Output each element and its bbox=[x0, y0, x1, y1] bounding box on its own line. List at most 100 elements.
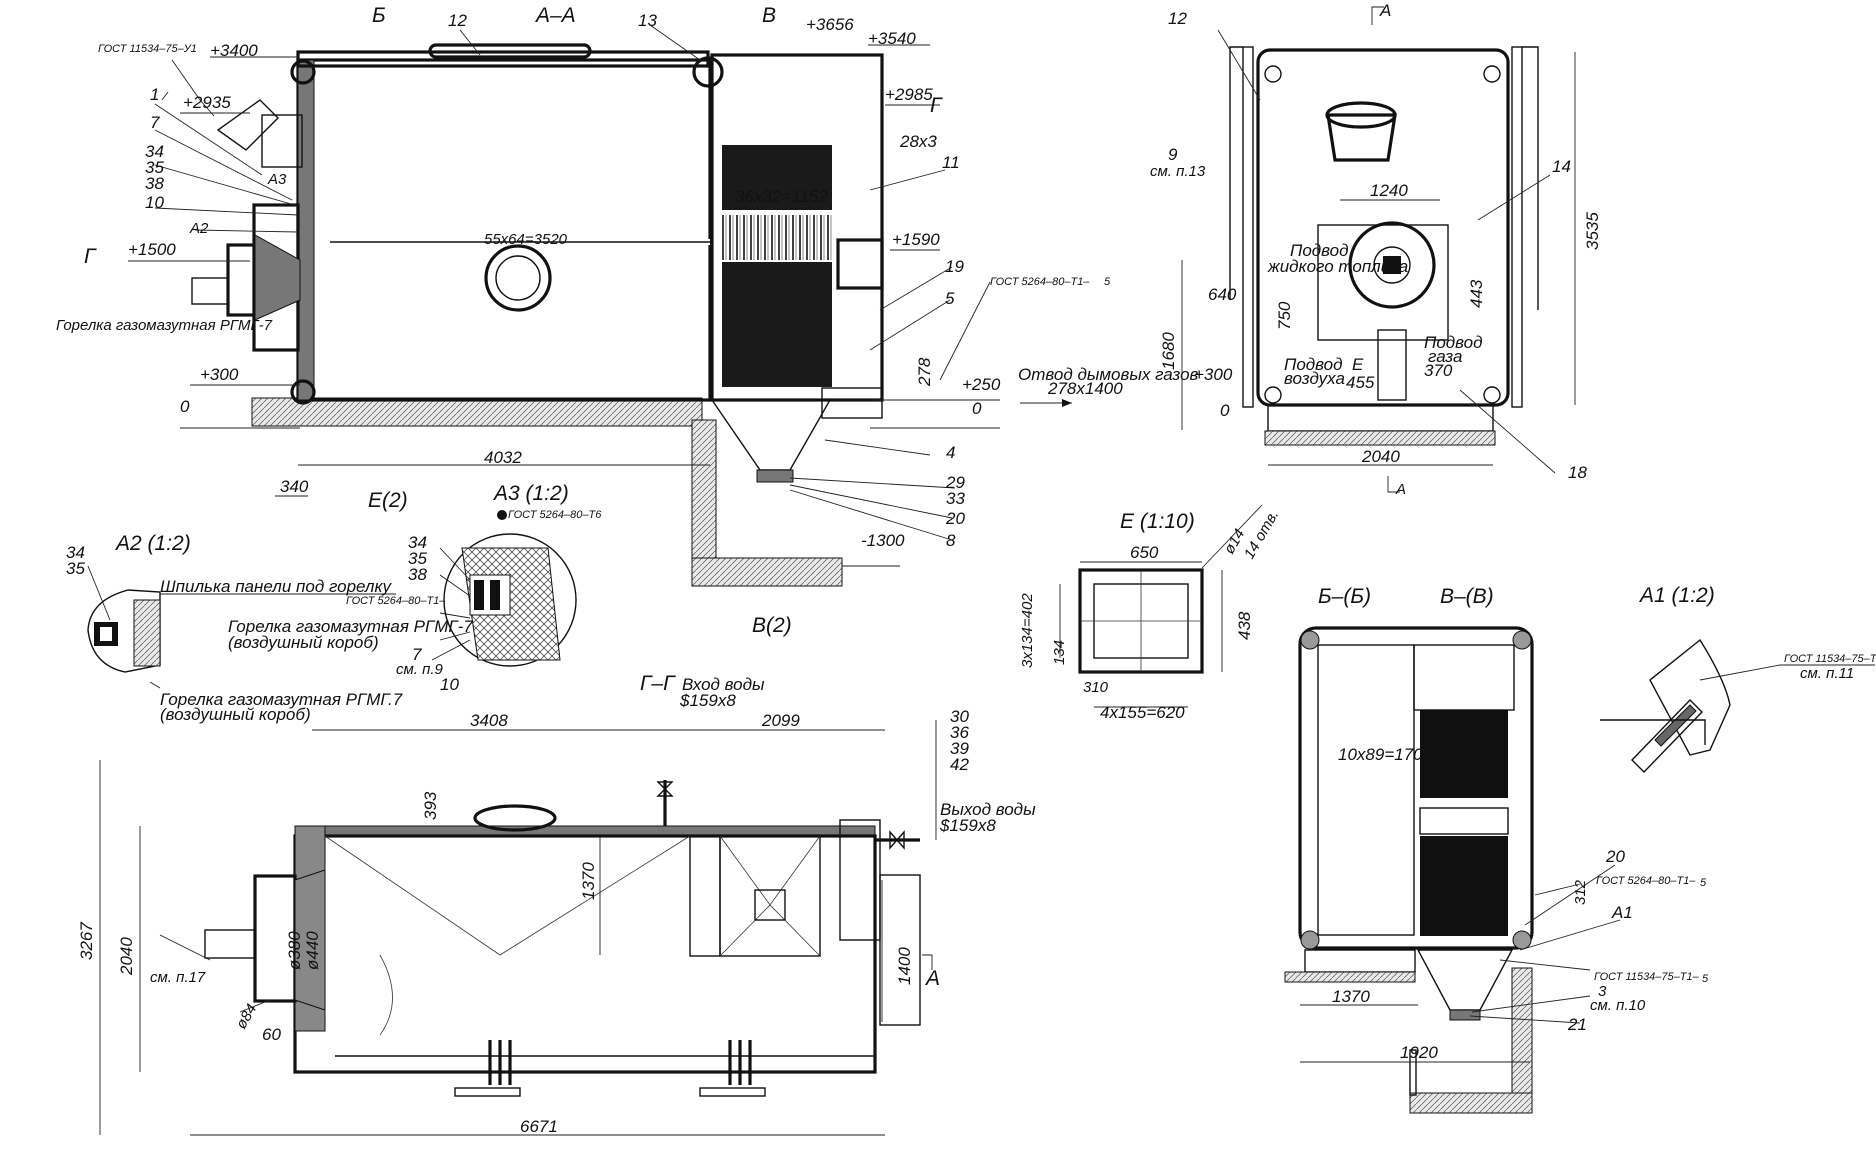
cut-letter-a-plan: А bbox=[924, 967, 940, 990]
section-bb-vv-labels: Б–(Б) В–(В) 10x89=1700 20 ГОСТ 5264–80–Т… bbox=[1318, 585, 1709, 1062]
bv-hopper-flange bbox=[1449, 1009, 1481, 1021]
dim-1240: 1240 bbox=[1370, 181, 1408, 200]
elevation-250: +250 bbox=[962, 375, 1001, 394]
plan-water-out-valve bbox=[889, 830, 905, 850]
callout-9-ref: см. п.13 bbox=[1150, 163, 1206, 180]
front-corner-tl bbox=[1264, 65, 1282, 83]
a3-callout-38: 38 bbox=[408, 565, 427, 584]
detail-a2-labels: А2 (1:2) 34 35 Шпилька панели под горелк… bbox=[66, 532, 403, 724]
callout-33: 33 bbox=[946, 489, 965, 508]
bv-tubes-left bbox=[1317, 644, 1415, 936]
tube-pitch-dim: 55x64=3520 bbox=[484, 231, 568, 248]
detail-a1-title: А1 (1:2) bbox=[1638, 584, 1715, 607]
liquid-fuel-label-1: Подвод bbox=[1290, 241, 1349, 260]
burner-box-label-2: (воздушный короб) bbox=[228, 633, 379, 652]
cut-arrow-a-bottom bbox=[1387, 476, 1400, 493]
furnace-front-wall bbox=[297, 59, 315, 401]
callout-19: 19 bbox=[945, 257, 964, 276]
cut-letter-a-top: А bbox=[1379, 1, 1391, 20]
section-bb-title: Б–(Б) bbox=[1318, 585, 1371, 608]
leader-gost-2 bbox=[939, 281, 991, 381]
dim-1400: 1400 bbox=[895, 947, 914, 985]
view-mark-e2: Е(2) bbox=[368, 489, 408, 512]
cut-letter-b: Б bbox=[372, 4, 386, 27]
dim-455: 455 bbox=[1346, 373, 1375, 392]
front-top-nozzle-rim bbox=[1325, 101, 1397, 129]
weld-5-c: 5 bbox=[1702, 973, 1709, 985]
front-side-frame-right bbox=[1522, 46, 1539, 310]
callout-20: 20 bbox=[945, 509, 965, 528]
section-aa-title: А–А bbox=[534, 4, 576, 27]
bv-callout-21: 21 bbox=[1567, 1015, 1587, 1034]
detail-e-title: Е (1:10) bbox=[1120, 510, 1195, 533]
leader-left-group bbox=[154, 103, 299, 233]
detail-a1-labels: А1 (1:2) ГОСТ 11534–75–Т1– см. п.11 bbox=[1638, 584, 1876, 682]
callout-5: 5 bbox=[945, 289, 955, 308]
dim-380: ø380 bbox=[285, 931, 304, 970]
bv-corner-bl bbox=[1300, 930, 1320, 950]
plan-burner-duct bbox=[294, 869, 326, 1011]
callout-12: 12 bbox=[448, 11, 467, 30]
a2-callout-34: 34 bbox=[66, 543, 85, 562]
callout-14: 14 bbox=[1552, 157, 1571, 176]
dim-1920: 1920 bbox=[1400, 1043, 1438, 1062]
gost-label-4: ГОСТ 5264–80–Т1– bbox=[346, 595, 446, 607]
gas-label-2: газа bbox=[1428, 347, 1462, 366]
plan-rear-casing bbox=[879, 874, 921, 1026]
bv-convective-lower bbox=[1420, 836, 1508, 936]
gost-label-6: ГОСТ 11534–75–Т1– bbox=[1594, 971, 1700, 983]
bv-leaders bbox=[1469, 864, 1621, 1024]
dim-3267: 3267 bbox=[77, 922, 96, 960]
detail-a2 bbox=[87, 565, 396, 689]
elevation-300: +300 bbox=[200, 365, 239, 384]
dim-340: 340 bbox=[280, 477, 309, 496]
detail-mark-a3: А3 bbox=[267, 171, 287, 188]
tube-bend-left bbox=[340, 252, 360, 323]
bv-brick-right bbox=[1413, 644, 1515, 711]
plan-burner-motor bbox=[204, 929, 256, 959]
bv-corner-br bbox=[1512, 930, 1532, 950]
callout-4: 4 bbox=[946, 443, 955, 462]
dim-1370-bv: 1370 bbox=[1332, 987, 1370, 1006]
elevation-3400: +3400 bbox=[210, 41, 258, 60]
elevation-3540: +3540 bbox=[868, 29, 916, 48]
leader-gost-1 bbox=[161, 59, 215, 117]
burner-fan-hub bbox=[1373, 246, 1411, 284]
callout-7: 7 bbox=[150, 113, 160, 132]
detail-a3 bbox=[431, 510, 577, 667]
a1-base bbox=[1600, 719, 1706, 745]
callout-34: 34 bbox=[145, 142, 164, 161]
leader-right-group bbox=[459, 24, 956, 541]
water-in-size: $159х8 bbox=[679, 691, 736, 710]
gost-label-5: ГОСТ 5264–80–Т1– bbox=[1596, 875, 1696, 887]
air-duct-front bbox=[1377, 329, 1407, 401]
callout-36: 36 bbox=[950, 723, 969, 742]
elevation-2935: +2935 bbox=[183, 93, 231, 112]
a3-callout-7: 7 bbox=[412, 645, 422, 664]
cut-letter-e: Е bbox=[1352, 355, 1364, 374]
elevation-0: 0 bbox=[180, 397, 190, 416]
flue-size: 278х1400 bbox=[1047, 379, 1123, 398]
section-gg-title: Г–Г bbox=[640, 672, 676, 695]
callout-38: 38 bbox=[145, 174, 164, 193]
plan-collector-line bbox=[324, 835, 691, 956]
elevation-0-right: 0 bbox=[972, 399, 982, 418]
dim-2040-plan: 2040 bbox=[117, 937, 136, 976]
section-aa-view bbox=[128, 24, 1072, 587]
air-label-2: воздуха bbox=[1284, 369, 1345, 388]
burner-duct bbox=[254, 234, 301, 321]
e-hole-leader bbox=[1201, 504, 1263, 569]
a2-wall bbox=[133, 599, 161, 667]
weld-5-a: 5 bbox=[1104, 276, 1111, 288]
dim-60: 60 bbox=[262, 1025, 281, 1044]
gas-label-1: Подвод bbox=[1424, 333, 1483, 352]
detail-a3-labels: А3 (1:2) ГОСТ 5264–80–Т6 34 35 38 ГОСТ 5… bbox=[228, 482, 602, 694]
dim-440: ø440 bbox=[303, 931, 322, 970]
flue-arrowhead bbox=[1062, 399, 1072, 407]
bv-corner-tr bbox=[1512, 630, 1532, 650]
liquid-fuel-label-2: жидкого топлива bbox=[1267, 257, 1408, 276]
gost-label-3: ГОСТ 5264–80–Т6 bbox=[508, 509, 602, 521]
detail-mark-a1: А1 bbox=[1611, 903, 1633, 922]
dim-310: 310 bbox=[1083, 679, 1109, 696]
dim-370: 370 bbox=[1424, 361, 1453, 380]
